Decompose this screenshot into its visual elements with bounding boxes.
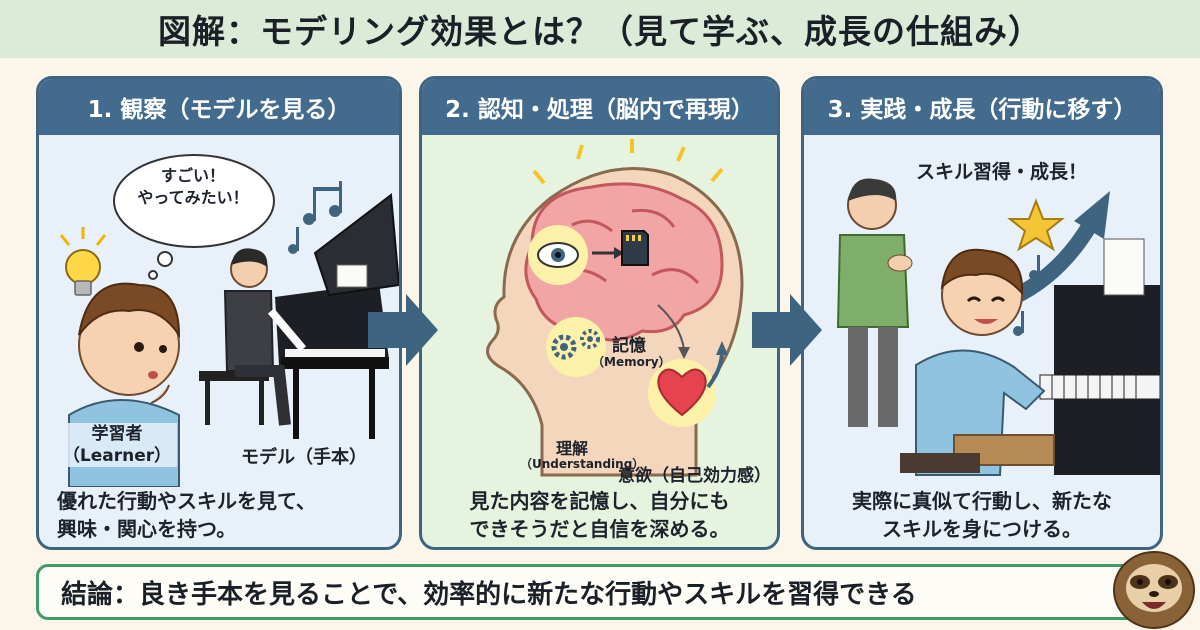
desc-line-2: 興味・関心を持つ。 (57, 517, 237, 541)
bubble-text-line2: やってみたい！ (137, 188, 249, 207)
desc-line-1: 実際に真似て行動し、新たな (852, 489, 1112, 513)
panel-description-observation: 優れた行動やスキルを見て、 興味・関心を持つ。 (39, 487, 399, 547)
heart-icon (648, 359, 716, 427)
panel-header-observation: 1. 観察（モデルを見る） (39, 79, 399, 135)
panel-header-cognition: 2. 認知・処理（脳内で再現） (422, 79, 777, 135)
panel-illustration-cognition: 記憶 （Memory） 理解 （Understanding） 意欲（自己効力感） (422, 135, 777, 487)
eye-icon (528, 225, 588, 285)
music-note-icon (1013, 255, 1040, 336)
star-icon (1007, 198, 1065, 252)
learner-label-en: （Learner） (62, 446, 172, 466)
page-title: 図解：モデリング効果とは？（見て学ぶ、成長の仕組み） (158, 12, 1042, 51)
sloth-mascot-icon (1113, 551, 1195, 629)
panel-header-practice: 3. 実践・成長（行動に移す） (804, 79, 1160, 135)
conclusion-box: 結論：良き手本を見ることで、効率的に新たな行動やスキルを習得できる (36, 564, 1156, 620)
desc-line-2: スキルを身につける。 (882, 517, 1082, 541)
desc-line-1: 見た内容を記憶し、自分にも (469, 489, 730, 513)
gears-icon (546, 317, 606, 377)
flow-arrow-icon (752, 294, 822, 366)
model-label: モデル（手本） (241, 447, 367, 468)
music-note-icon (288, 181, 342, 254)
desc-line-1: 優れた行動やスキルを見て、 (57, 489, 316, 513)
panel-observation: 1. 観察（モデルを見る） (36, 76, 402, 550)
lightbulb-icon (59, 227, 107, 296)
memory-card-icon (621, 230, 649, 266)
motivation-label: 意欲（自己効力感） (618, 466, 771, 486)
panel-practice: 3. 実践・成長（行動に移す） (801, 76, 1163, 550)
panel-description-practice: 実際に真似て行動し、新たな スキルを身につける。 (804, 487, 1160, 547)
panel-description-cognition: 見た内容を記憶し、自分にも できそうだと自信を深める。 (422, 487, 777, 547)
pianist-model-figure (199, 248, 307, 426)
title-bar: 図解：モデリング効果とは？（見て学ぶ、成長の仕組み） (0, 0, 1200, 58)
understanding-sublabel: （Understanding） (520, 457, 645, 471)
understanding-label: 理解 (556, 439, 589, 458)
adult-clapping-figure (836, 178, 913, 427)
bubble-text-line1: すごい！ (160, 166, 225, 185)
learner-label: 学習者 (91, 424, 143, 444)
growth-label: スキル習得・成長！ (916, 161, 1088, 183)
panel-cognition: 2. 認知・処理（脳内で再現） (419, 76, 780, 550)
thought-bubble (113, 154, 275, 280)
memory-sublabel: （Memory） (592, 355, 671, 369)
flow-arrow-icon (368, 294, 438, 366)
upright-piano (1039, 238, 1160, 475)
desc-line-2: できそうだと自信を深める。 (469, 517, 730, 541)
conclusion-text: 結論：良き手本を見ることで、効率的に新たな行動やスキルを習得できる (61, 579, 917, 610)
learner-playing-figure (900, 248, 1055, 476)
memory-label: 記憶 (612, 336, 646, 356)
panel-illustration-practice: スキル習得・成長！ (804, 135, 1160, 487)
panel-illustration-observation: すごい！ やってみたい！ 学習者 （Learner） モデル（手本） (39, 135, 399, 487)
